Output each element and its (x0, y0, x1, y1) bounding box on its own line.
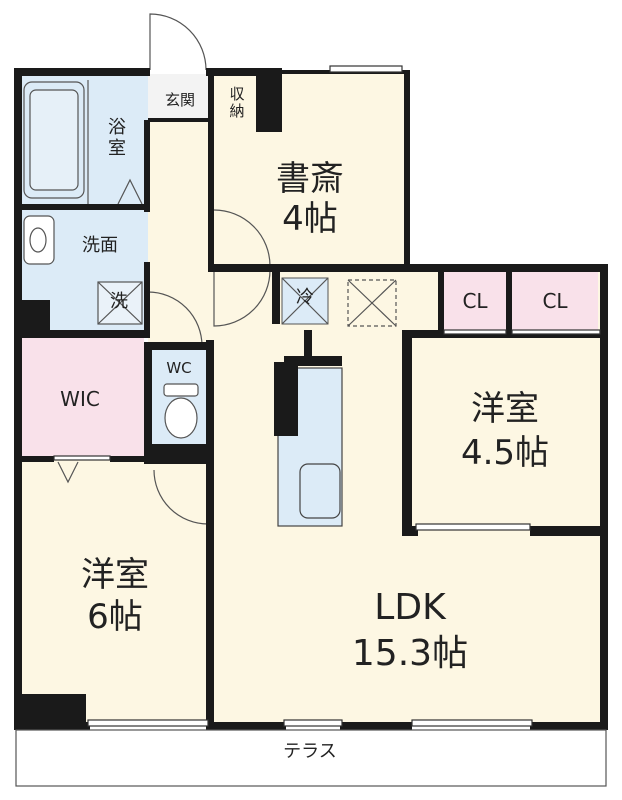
western-large-floor (20, 460, 210, 722)
fixtures (23, 13, 397, 525)
washer-diag-2 (97, 281, 143, 325)
window-study (329, 65, 403, 73)
room-label-terrace: テラス (283, 741, 337, 762)
wic-door (53, 455, 111, 461)
genkan-floor (148, 74, 212, 120)
wall-western-right (206, 464, 214, 726)
wall-wash-block (20, 300, 50, 334)
wall-wc-top (144, 342, 212, 350)
wall-cl-divider (438, 270, 444, 338)
wall-top-cap (256, 68, 282, 132)
wall-bottom-mid-2 (340, 722, 412, 730)
window-western-small (415, 523, 531, 531)
wall-wash-bottom (20, 330, 150, 338)
wall-wc-left (144, 342, 152, 462)
toilet-tank (163, 383, 199, 397)
wall-right (600, 264, 608, 730)
bathtub (23, 81, 85, 199)
room-label-wc: WC (166, 359, 192, 377)
room-label-closet-1: CL (462, 289, 488, 313)
room-label-western-large-size: 6帖 (87, 597, 143, 637)
room-label-genkan: 玄関 (164, 91, 195, 109)
wash-basin (23, 215, 55, 265)
wall-right-study (404, 70, 410, 270)
wall-top-entry (206, 68, 282, 76)
wall-wc-bottom (144, 444, 214, 464)
door-swing-western (153, 469, 209, 525)
terrace-floor (20, 722, 602, 788)
wall-western-small-bottom (402, 526, 418, 536)
room-label-bath: 浴 室 (108, 117, 126, 159)
wall-left (14, 68, 22, 730)
pantry-diag-2 (347, 279, 397, 327)
window-bottom-left (87, 719, 209, 727)
door-swing-hall (213, 269, 271, 327)
wall-wash-right (144, 262, 150, 338)
wall-top-left (14, 68, 150, 76)
room-label-closet-2: CL (542, 289, 568, 313)
fridge-diag-2 (281, 277, 329, 325)
wall-wic-bottom (20, 456, 54, 462)
closet-2-floor (510, 272, 598, 334)
room-label-study-name: 書斎 (276, 159, 344, 199)
toilet-bowl (164, 397, 198, 439)
wall-western-small-left (402, 330, 412, 534)
closet-door-2 (511, 329, 601, 335)
wall-bath-bottom (20, 204, 148, 210)
room-label-storage: 収 納 (229, 85, 245, 121)
wall-bottom-mid (206, 722, 286, 730)
wall-kitchen-shelf (284, 356, 342, 366)
closet-door-1 (443, 329, 507, 335)
room-label-fridge: 冷 (296, 287, 314, 308)
window-bottom-ldk-2 (411, 719, 533, 727)
bathtub-inner (29, 89, 79, 191)
wic-floor (20, 336, 144, 460)
room-label-study-size: 4帖 (282, 199, 338, 239)
room-label-washer: 洗 (110, 291, 128, 312)
sink (299, 463, 341, 519)
room-label-western-small-name: 洋室 (471, 389, 539, 429)
wall-western-small-bottom-2 (530, 526, 608, 536)
wall-kitchen-stub (304, 330, 312, 362)
study-floor (212, 74, 408, 266)
wall-genkan-bottom (148, 118, 214, 122)
western-small-floor (408, 336, 600, 528)
room-label-ldk-name: LDK (374, 587, 446, 628)
wic-door-mark (57, 461, 79, 484)
windows (53, 65, 601, 727)
room-label-western-small-size: 4.5帖 (460, 433, 550, 473)
terrace-outline (15, 729, 607, 787)
wall-wc-right (206, 340, 214, 464)
pantry-box (347, 279, 397, 327)
room-label-washroom: 洗面 (82, 235, 118, 256)
room-label-ldk-size: 15.3帖 (351, 633, 469, 674)
wash-basin-bowl (29, 227, 47, 253)
door-swing-study (213, 209, 271, 267)
wall-study-bottom (208, 264, 608, 272)
wall-bottom-right (530, 722, 608, 730)
window-bottom-ldk (283, 719, 343, 727)
wall-hall-left (144, 120, 150, 212)
room-label-wic: WIC (60, 387, 100, 411)
room-label-western-large-name: 洋室 (81, 555, 149, 595)
wall-kitchen-post (272, 270, 280, 324)
wall-kitchen-block (274, 362, 298, 436)
wall-hall-right (208, 76, 214, 266)
door-swing-wash (147, 291, 203, 347)
wall-bottom-left (14, 722, 90, 730)
wall-wic-bottom-2 (110, 456, 150, 462)
bath-door-mark (117, 178, 143, 205)
wall-cl-divider-2 (506, 270, 512, 338)
door-swing-entry (149, 13, 207, 71)
closet-1-floor (442, 272, 508, 334)
